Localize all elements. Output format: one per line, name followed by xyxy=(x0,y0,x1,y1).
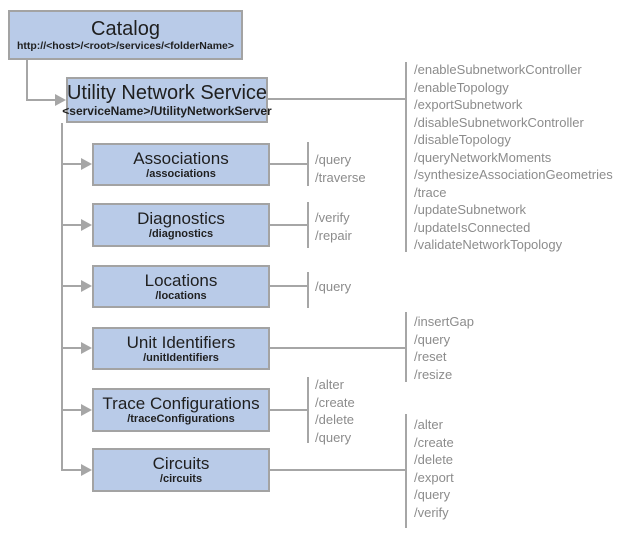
operations-list-diagnostics: /verify /repair xyxy=(315,210,352,243)
circuits-path: /circuits xyxy=(159,473,203,485)
trace-configurations-node: Trace Configurations /traceConfiguration… xyxy=(92,388,270,432)
diagnostics-node: Diagnostics /diagnostics xyxy=(92,203,270,247)
circuits-node: Circuits /circuits xyxy=(92,448,270,492)
locations-title: Locations xyxy=(144,270,218,290)
trace-configurations-title: Trace Configurations xyxy=(102,394,260,413)
associations-title: Associations xyxy=(133,148,229,168)
service-title: Utility Network Service xyxy=(66,82,268,104)
arrowhead-icon xyxy=(81,219,92,231)
diagnostics-ops-bracket xyxy=(307,202,309,248)
circuits-title: Circuits xyxy=(152,454,210,473)
operations-list-locations: /query xyxy=(315,279,352,294)
operations-list-circuits: /alter /create /delete /export /query /v… xyxy=(414,417,454,520)
arrowhead-icon xyxy=(81,158,92,170)
branch-line-associations xyxy=(61,163,82,165)
operations-list-service: /enableSubnetworkController /enableTopol… xyxy=(414,62,613,252)
branch-line-diagnostics xyxy=(61,224,82,226)
service-ops-connector xyxy=(268,98,405,100)
arrowhead-icon xyxy=(81,464,92,476)
trace-configurations-ops-bracket xyxy=(307,377,309,443)
diagnostics-ops-connector xyxy=(270,224,307,226)
branch-line-unit-identifiers xyxy=(61,347,82,349)
service-trunk-line xyxy=(61,123,63,471)
unit-identifiers-node: Unit Identifiers /unitIdentifiers xyxy=(92,327,270,370)
unit-identifiers-ops-bracket xyxy=(405,312,407,382)
operations-list-associations: /query /traverse xyxy=(315,152,366,185)
branch-line-locations xyxy=(61,285,82,287)
catalog-node: Catalog http://<host>/<root>/services/<f… xyxy=(8,10,243,60)
locations-ops-bracket xyxy=(307,272,309,308)
associations-ops-connector xyxy=(270,163,307,165)
catalog-url: http://<host>/<root>/services/<folderNam… xyxy=(16,39,235,52)
operations-list-unit-identifiers: /insertGap /query /reset /resize xyxy=(414,314,474,382)
locations-ops-connector xyxy=(270,285,307,287)
arrowhead-icon xyxy=(81,404,92,416)
unit-identifiers-ops-connector xyxy=(270,347,405,349)
locations-path: /locations xyxy=(155,289,207,302)
diagnostics-path: /diagnostics xyxy=(148,228,214,240)
catalog-trunk-line xyxy=(26,60,28,101)
operations-list-trace-configurations: /alter /create /delete /query xyxy=(315,377,355,445)
trace-configurations-path: /traceConfigurations xyxy=(127,413,235,425)
unit-identifiers-title: Unit Identifiers xyxy=(126,332,236,352)
circuits-ops-bracket xyxy=(405,414,407,528)
arrowhead-icon xyxy=(81,342,92,354)
service-ops-bracket xyxy=(405,62,407,252)
circuits-ops-connector xyxy=(270,469,405,471)
service-path: <serviceName>/UtilityNetworkServer xyxy=(62,104,272,118)
branch-line-trace-configurations xyxy=(61,409,82,411)
arrowhead-icon xyxy=(81,280,92,292)
trace-configurations-ops-connector xyxy=(270,409,307,411)
associations-ops-bracket xyxy=(307,142,309,186)
utility-network-service-node: Utility Network Service <serviceName>/Ut… xyxy=(62,77,272,123)
associations-node: Associations /associations xyxy=(92,143,270,186)
associations-path: /associations xyxy=(146,167,216,180)
arrowhead-icon xyxy=(55,94,66,106)
locations-node: Locations /locations xyxy=(92,265,270,308)
catalog-title: Catalog xyxy=(91,17,160,40)
unit-identifiers-path: /unitIdentifiers xyxy=(143,351,219,364)
branch-line-circuits xyxy=(61,469,82,471)
catalog-service-connector xyxy=(26,99,55,101)
diagnostics-title: Diagnostics xyxy=(137,209,225,228)
